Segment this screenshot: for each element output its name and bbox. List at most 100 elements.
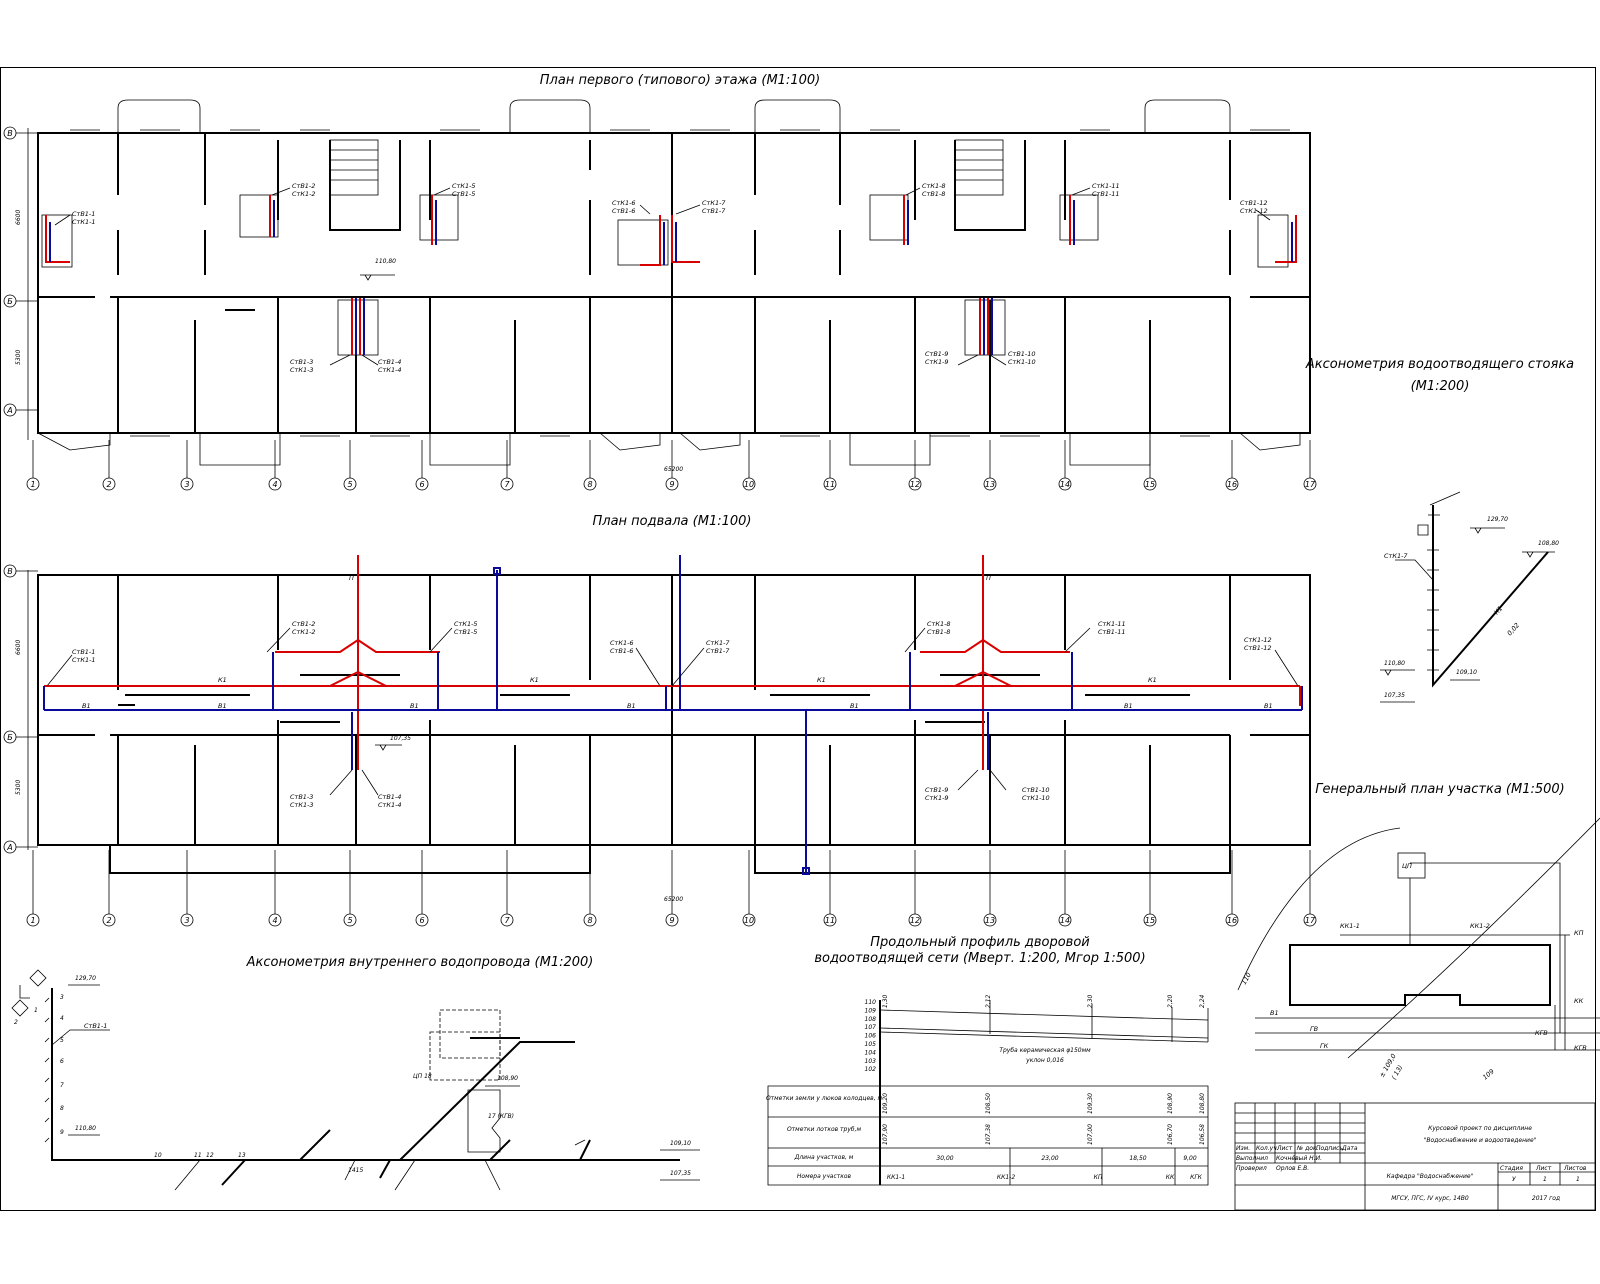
basement-label: СтК1-10 xyxy=(1022,794,1050,802)
axis-number: 2 xyxy=(106,480,111,489)
axis-number: 14 xyxy=(1060,480,1070,489)
axis-number: 1 xyxy=(30,916,35,925)
depth-mark: 2,20 xyxy=(1167,994,1174,1008)
water-node: 8 xyxy=(60,1105,64,1112)
basement-label: СтВ1-1 xyxy=(72,648,95,656)
axis-number: 3 xyxy=(184,916,189,925)
water-node: 1 xyxy=(34,1007,38,1014)
site-label: КК xyxy=(1574,997,1584,1005)
riser-label: СтК1-7 xyxy=(1384,552,1408,560)
axis-number: 10 xyxy=(744,480,754,489)
ground-mark: 108,90 xyxy=(1167,1093,1174,1114)
floor-label: СтК1-5 xyxy=(452,182,476,190)
floor-label: СтВ1-4 xyxy=(378,358,401,366)
floor-plan: СтВ1-1 СтК1-1 СтВ1-2 СтК1-2 СтК1-5 СтВ1-… xyxy=(37,99,1311,466)
row-letter: В xyxy=(7,129,13,138)
stamp-col: № док. xyxy=(1296,1145,1319,1152)
profile-scale-tick: 108 xyxy=(865,1016,877,1023)
well-label: КП xyxy=(1094,1174,1103,1181)
water-node: 11 xyxy=(194,1152,202,1159)
axis-number: 16 xyxy=(1227,916,1237,925)
site-label: КГВ xyxy=(1574,1044,1587,1052)
axis-marker xyxy=(500,913,514,927)
stamp-value: 1 xyxy=(1576,1176,1580,1183)
basement-dims: 6600 5300 65200 xyxy=(15,570,683,903)
axis-marker xyxy=(26,477,40,491)
axis-marker xyxy=(583,913,597,927)
row-letter: Б xyxy=(7,297,13,306)
pipe-code: К1 xyxy=(218,676,227,684)
site-label: КП xyxy=(1574,929,1584,937)
svg-text:6600: 6600 xyxy=(15,640,22,655)
site-label: 110 xyxy=(1240,971,1253,986)
ground-mark: 109,30 xyxy=(1087,1093,1094,1114)
profile-row-label: Длина участков, м xyxy=(794,1154,854,1161)
water-axonometry: СтВ1-1 129,70 110,80 109,10 107,35 108,9… xyxy=(11,969,700,1191)
ground-mark: 108,80 xyxy=(1199,1093,1206,1114)
ground-mark: 108,50 xyxy=(985,1093,992,1114)
segment-length: 23,00 xyxy=(1041,1155,1058,1162)
riser-mark: 108,80 xyxy=(1538,540,1559,547)
riser-axo-title-2: (М1:200) xyxy=(1411,379,1470,394)
basement-label: СтК1-2 xyxy=(292,628,316,636)
axis-number: 7 xyxy=(504,916,510,925)
svg-text:65200: 65200 xyxy=(664,896,683,903)
floor-label: СтК1-7 xyxy=(702,199,726,207)
axis-marker xyxy=(343,913,357,927)
stamp-col: Дата xyxy=(1341,1145,1358,1152)
well-label: КК1-1 xyxy=(887,1174,905,1181)
profile-row-label: Отметки лотков труб,м xyxy=(787,1126,862,1133)
floor-label: СтК1-6 xyxy=(612,199,636,207)
basement-label: СтК1-11 xyxy=(1098,620,1126,628)
floor-label: СтВ1-9 xyxy=(925,350,948,358)
axis-marker xyxy=(742,477,756,491)
stamp-title: Курсовой проект по дисциплине xyxy=(1428,1125,1532,1132)
basement-label: СтВ1-9 xyxy=(925,786,948,794)
axis-number: 8 xyxy=(587,480,592,489)
axis-number: 5 xyxy=(347,480,352,489)
ground-mark: 109,20 xyxy=(882,1093,889,1114)
axis-number: 9 xyxy=(669,916,674,925)
basement-label: СтВ1-2 xyxy=(292,620,315,628)
water-mark: 107,35 xyxy=(670,1170,691,1177)
floor-label: СтВ1-8 xyxy=(922,190,945,198)
svg-text:5300: 5300 xyxy=(15,350,22,365)
site-label: КК1-1 xyxy=(1340,922,1360,930)
riser-mark: 110,80 xyxy=(1384,660,1405,667)
axis-marker xyxy=(268,913,282,927)
profile-scale-tick: 109 xyxy=(865,1007,877,1014)
stamp-value: У xyxy=(1512,1176,1516,1183)
stamp-dept: Кафедра "Водоснабжение" xyxy=(1387,1173,1474,1180)
pipe-code: В1 xyxy=(850,702,859,710)
water-node: 4 xyxy=(60,1015,64,1022)
axis-number: 9 xyxy=(669,480,674,489)
floor-label: СтК1-9 xyxy=(925,358,949,366)
pipe-code: В1 xyxy=(218,702,227,710)
pipe-code: В1 xyxy=(1124,702,1133,710)
floor-label: СтВ1-10 xyxy=(1008,350,1036,358)
axis-number: 8 xyxy=(587,916,592,925)
basement-label: СтК1-9 xyxy=(925,794,949,802)
segment-length: 9,00 xyxy=(1183,1155,1197,1162)
water-node: 2 xyxy=(14,1019,18,1026)
tray-mark: 106,58 xyxy=(1199,1124,1206,1145)
axis-marker xyxy=(102,477,116,491)
axis-number: 13 xyxy=(985,480,995,489)
axis-marker xyxy=(665,477,679,491)
axis-number: 15 xyxy=(1145,916,1155,925)
floor-dims: 6600 5300 65200 xyxy=(15,128,683,473)
pipe-code: П xyxy=(986,574,991,582)
axis-marker xyxy=(983,913,997,927)
profile-scale-tick: 110 xyxy=(865,999,877,1006)
stamp-col: Подпись xyxy=(1316,1145,1343,1152)
profile-scale-tick: 103 xyxy=(865,1058,877,1065)
svg-text:5300: 5300 xyxy=(15,780,22,795)
basement-label: СтК1-3 xyxy=(290,801,314,809)
profile-title-2: водоотводящей сети (Мверт. 1:200, Мгор 1… xyxy=(814,951,1145,966)
stamp-col: Кол.уч. xyxy=(1256,1145,1279,1152)
axis-marker xyxy=(1143,913,1157,927)
row-letter: А xyxy=(6,843,12,852)
water-node: 12 xyxy=(206,1152,214,1159)
